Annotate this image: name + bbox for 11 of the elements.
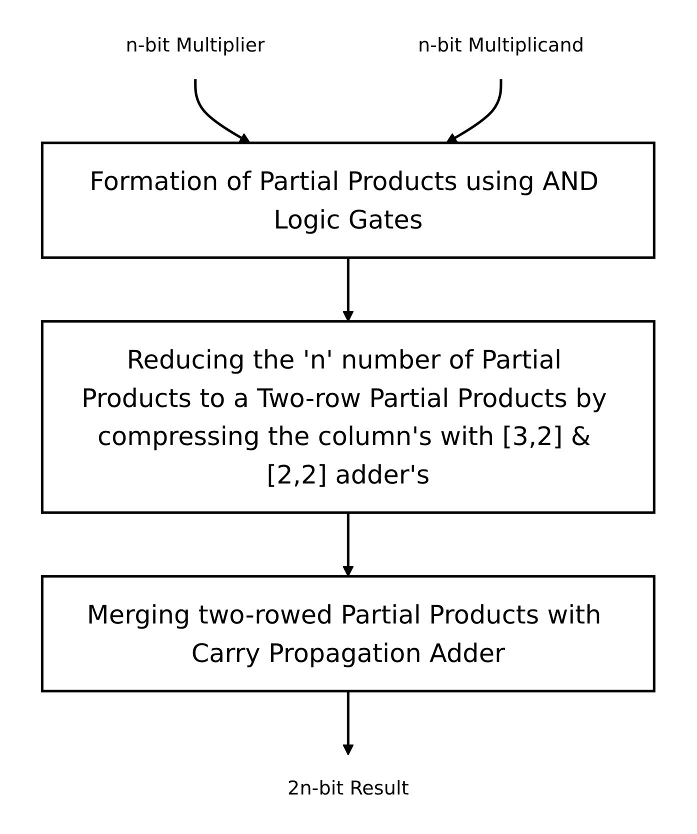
arrow (342, 691, 354, 756)
node-box: Reducing the 'n' number of Partial Products to a Two-row Partial Products by compressing the column's with [3,2] & [2,2] adder's (41, 320, 656, 514)
node-box: Merging two-rowed Partial Products with Carry Propagation Adder (41, 575, 656, 692)
node-box: Formation of Partial Products using AND Logic Gates (41, 142, 656, 259)
arrow (446, 79, 503, 144)
arrow (342, 258, 354, 322)
arrow (194, 79, 251, 144)
node-text: n-bit Multiplier (126, 34, 266, 57)
node-text: n-bit Multiplicand (418, 34, 584, 57)
node-text: 2n-bit Result (288, 776, 410, 800)
arrow (342, 512, 354, 577)
